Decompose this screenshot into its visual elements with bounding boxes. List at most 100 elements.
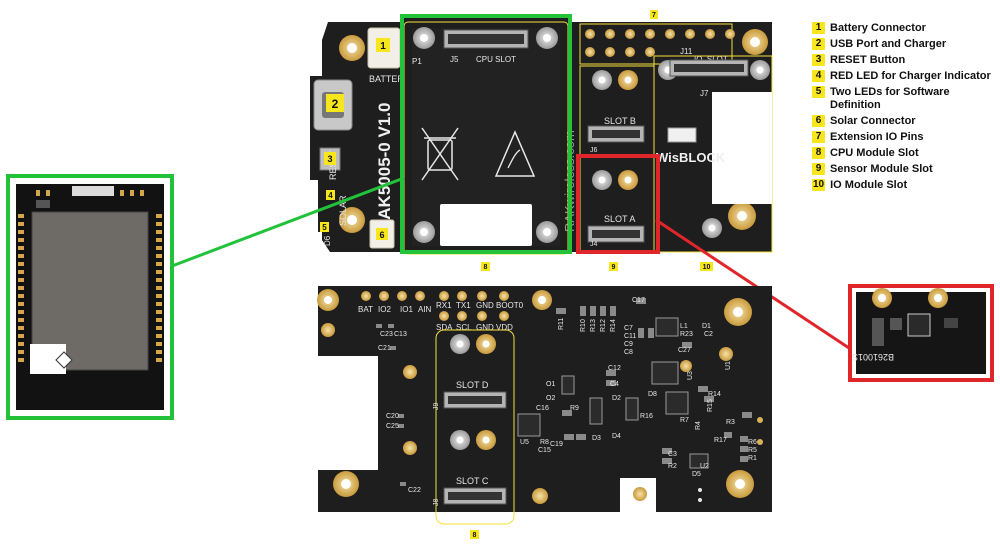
- ref-d4: D4: [612, 433, 621, 440]
- ref-r11: R11: [558, 318, 565, 330]
- esd-warning-icon: [494, 130, 536, 177]
- badge-7: 7: [650, 10, 658, 19]
- j11-header: [585, 29, 735, 57]
- legend-label: IO Module Slot: [830, 179, 908, 191]
- legend-number: 10: [812, 179, 826, 191]
- legend-item: 7 Extension IO Pins: [812, 131, 998, 144]
- j8-label: J8: [433, 499, 440, 507]
- j11-label: J11: [680, 47, 693, 56]
- legend-item: 6 Solar Connector: [812, 115, 998, 128]
- cpu-module-zoom: [6, 174, 174, 420]
- badge-8-bottom: 8: [470, 530, 479, 539]
- svg-text:1: 1: [380, 41, 386, 52]
- ref-o1: O1: [546, 381, 555, 388]
- svg-text:9: 9: [612, 264, 616, 271]
- badge-4: 4: [326, 190, 335, 200]
- legend-number: 1: [812, 22, 825, 34]
- ref-d2: D2: [612, 395, 621, 402]
- sensor-module-text: B261001S: [852, 352, 894, 362]
- battery-label: BATTERY: [369, 74, 410, 84]
- wisblock-label: WisBLOCK: [656, 150, 726, 165]
- slot-a-highlight: [576, 154, 660, 254]
- legend-number: 3: [812, 54, 825, 66]
- ref-c11: C11: [624, 333, 636, 340]
- legend-label: RED LED for Charger Indicator: [830, 70, 991, 82]
- ref-c23: C23: [380, 331, 393, 338]
- ref-u2: U2: [700, 463, 709, 470]
- pin-label-io1: IO1: [400, 305, 413, 314]
- legend-number: 2: [812, 38, 825, 50]
- bottom-board: BAT IO2 IO1 AIN RX1 TX1 GND BOOT0 SDA SC…: [317, 286, 772, 539]
- legend-number: 7: [812, 131, 825, 143]
- ref-c12: C12: [608, 365, 621, 372]
- ref-c3: C3: [668, 451, 677, 458]
- badge-9: 9: [609, 262, 618, 271]
- ref-r13: R13: [590, 319, 597, 332]
- ref-r15: R15: [707, 399, 714, 412]
- slot-d-label: SLOT D: [456, 380, 489, 390]
- legend-label: Sensor Module Slot: [830, 163, 933, 175]
- pin-label-gnd2: GND: [476, 323, 494, 332]
- ref-l1: L1: [680, 323, 688, 330]
- legend-item: 4 RED LED for Charger Indicator: [812, 70, 998, 83]
- ref-c25: C25: [386, 423, 399, 430]
- svg-text:5: 5: [322, 223, 327, 232]
- pin-label-io2: IO2: [378, 305, 391, 314]
- sensor-module-zoom: B261001S: [848, 284, 994, 382]
- ref-r12: R12: [600, 319, 607, 332]
- badge-8-top: 8: [481, 262, 490, 271]
- ref-c9: C9: [624, 341, 633, 348]
- badge-1: 1: [376, 38, 390, 52]
- j6-label: J6: [590, 147, 598, 154]
- pin-label-boot0: BOOT0: [496, 301, 524, 310]
- pin-label-tx1: TX1: [456, 301, 471, 310]
- ref-c16: C16: [536, 405, 549, 412]
- pin-label-bat: BAT: [358, 305, 373, 314]
- svg-text:3: 3: [327, 154, 332, 164]
- legend-number: 6: [812, 115, 825, 127]
- ref-c22: C22: [408, 487, 421, 494]
- svg-text:7: 7: [652, 12, 656, 19]
- ref-d8: D8: [648, 391, 657, 398]
- ref-c27: C27: [678, 347, 691, 354]
- badge-6: 6: [376, 228, 388, 240]
- legend-number: 8: [812, 147, 825, 159]
- legend-label: USB Port and Charger: [830, 38, 947, 50]
- ref-c17: C17: [632, 297, 645, 304]
- ref-r17: R17: [714, 437, 727, 444]
- slot-c-label: SLOT C: [456, 476, 489, 486]
- pin-label-ain: AIN: [418, 305, 432, 314]
- ref-r2: R2: [668, 463, 677, 470]
- red-callout-line: [655, 218, 853, 352]
- p1-label: P1: [412, 57, 422, 66]
- ref-c15: C15: [538, 447, 551, 454]
- ref-r6: R6: [748, 439, 757, 446]
- ref-c2: C2: [704, 331, 713, 338]
- ref-c4: C4: [610, 381, 619, 388]
- badge-10: 10: [700, 262, 713, 271]
- legend-number: 5: [812, 86, 825, 98]
- ref-u3: U3: [687, 371, 694, 380]
- j7-label: J7: [700, 89, 709, 98]
- badge-3: 3: [324, 152, 336, 165]
- svg-text:10: 10: [703, 264, 711, 271]
- legend-label: Extension IO Pins: [830, 131, 924, 143]
- pin-label-scl: SCL: [456, 323, 472, 332]
- svg-text:8: 8: [473, 532, 477, 539]
- cpu-slot-highlight: [400, 14, 572, 254]
- badge-2: 2: [326, 94, 344, 112]
- svg-text:8: 8: [484, 264, 488, 271]
- legend-label: Solar Connector: [830, 115, 916, 127]
- ref-c13: C13: [394, 331, 407, 338]
- ref-c8: C8: [624, 349, 633, 356]
- legend-number: 4: [812, 70, 825, 82]
- ref-r16: R16: [640, 413, 653, 420]
- ref-d3: D3: [592, 435, 601, 442]
- weee-bin-icon: [421, 127, 459, 181]
- ref-r10: R10: [580, 319, 587, 332]
